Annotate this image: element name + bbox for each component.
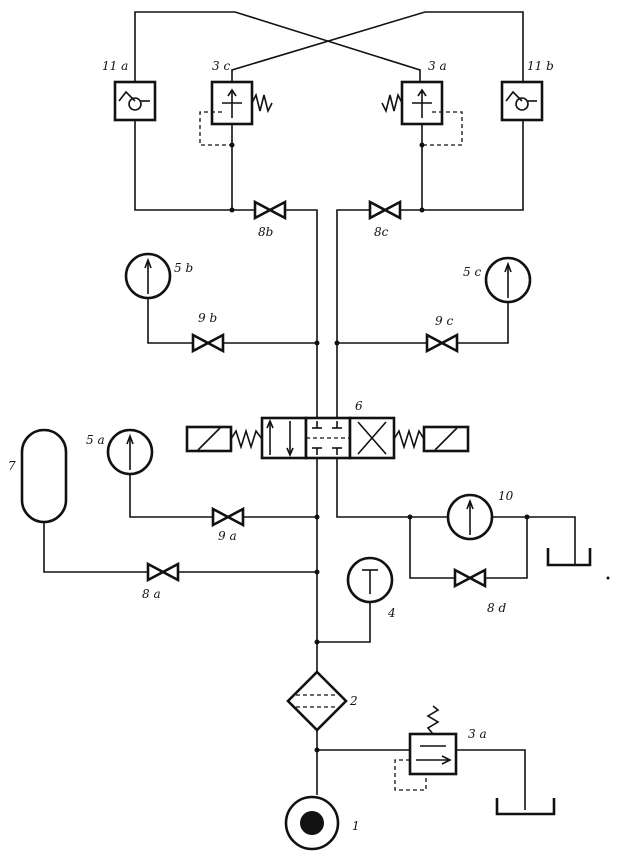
upper-return-lines — [134, 120, 524, 418]
needle-valve-9a: 9 a — [211, 506, 245, 543]
label-3a-top: 3 a — [428, 59, 447, 73]
directional-valve-6: 6 — [185, 399, 470, 460]
label-8a: 8 a — [142, 587, 161, 601]
label-9a: 9 a — [218, 529, 237, 543]
gauge-4: 4 — [346, 556, 396, 620]
check-valve-11b: 11 b — [500, 59, 554, 122]
label-8d: 8 d — [487, 601, 506, 615]
needle-valve-9c: 9 c — [425, 314, 459, 354]
label-8b: 8b — [258, 225, 273, 239]
relief-valve-3a-top: 3 a — [381, 59, 463, 210]
label-9b: 9 b — [198, 311, 217, 325]
line-relief-tank — [456, 749, 526, 810]
line-4 — [317, 602, 371, 643]
line-5c — [457, 302, 509, 344]
label-3c: 3 c — [212, 59, 230, 73]
line-5a — [129, 474, 213, 518]
needle-valve-8a: 8 a — [142, 561, 180, 601]
needle-valve-8c: 8c — [368, 199, 402, 239]
label-11b: 11 b — [527, 59, 554, 73]
check-valve-11a: 11 a — [102, 59, 157, 122]
line-5b — [147, 298, 193, 344]
return-line — [336, 458, 448, 518]
line-10-tank — [492, 516, 576, 565]
accumulator-7: 7 — [8, 428, 68, 524]
gauge-5c: 5 c — [463, 256, 532, 304]
label-7: 7 — [8, 459, 16, 473]
label-11a: 11 a — [102, 59, 128, 73]
tank-upper — [546, 548, 592, 567]
label-6: 6 — [355, 399, 363, 413]
label-1: 1 — [352, 819, 360, 833]
label-2: 2 — [349, 694, 358, 708]
label-9c: 9 c — [435, 314, 453, 328]
label-5c: 5 c — [463, 265, 481, 279]
relief-valve-3c: 3 c — [199, 59, 273, 210]
flowmeter-10: 10 — [446, 489, 514, 541]
line-8d-right — [485, 517, 528, 579]
label-4: 4 — [387, 606, 396, 620]
label-5b: 5 b — [174, 261, 193, 275]
top-cross-lines — [134, 11, 524, 82]
pump-1: 1 — [284, 795, 360, 851]
needle-valve-9b: 9 b — [191, 311, 225, 354]
line-7 — [43, 522, 148, 573]
label-10: 10 — [498, 489, 514, 503]
needle-valve-8d: 8 d — [453, 567, 506, 615]
relief-valve-3a-bottom: 3 a — [394, 705, 487, 791]
needle-valve-8b: 8b — [253, 199, 287, 239]
label-5a: 5 a — [86, 433, 105, 447]
gauge-5a: 5 a — [86, 428, 154, 476]
gauge-5b: 5 b — [124, 252, 193, 300]
tank-lower — [495, 798, 556, 816]
line-8d-left — [409, 517, 455, 579]
label-3a-bottom: 3 a — [468, 727, 487, 741]
filter-2: 2 — [286, 670, 358, 732]
label-8c: 8c — [374, 225, 389, 239]
